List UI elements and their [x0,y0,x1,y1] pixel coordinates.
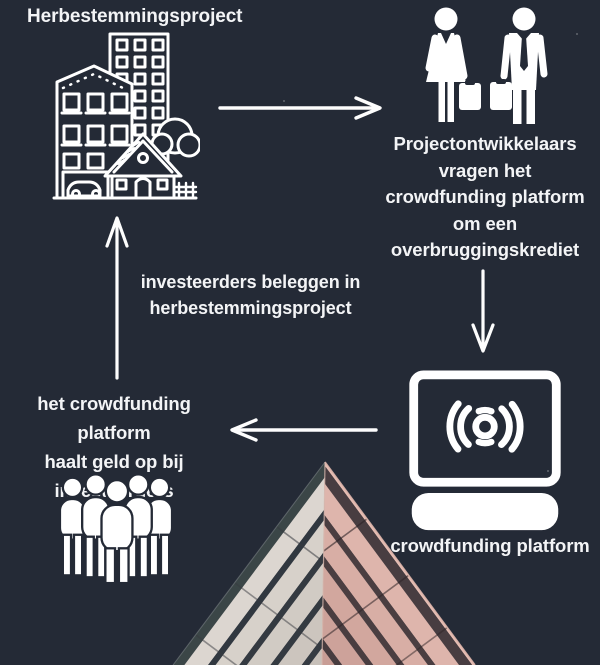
collect-text: het crowdfunding platform haalt geld op … [37,393,191,501]
sky-dot [576,33,578,35]
developers-text: Projectontwikkelaars vragen het crowdfun… [385,133,585,260]
building-corner-photo [150,455,490,665]
arrow-down [470,269,496,355]
sky-dot [252,312,254,314]
person [145,476,174,577]
sky-dot [547,470,549,472]
business-people-icon [402,6,572,128]
platform-label: crowdfunding platform [390,535,590,556]
investors-crowd-icon [58,472,174,584]
fence [172,181,198,200]
apartment-windows [60,92,131,170]
roof-hatch [116,140,141,166]
sky-dot [283,100,285,102]
building-lineart-icon [50,30,200,208]
arrow-up [104,214,130,382]
person [58,476,87,577]
laptop-broadcast-icon [402,368,568,534]
page-title: Herbestemmingsproject [27,6,243,27]
arrow-left [228,417,380,443]
arrow-right [216,95,384,121]
person [100,478,134,584]
invest-text: investeerders beleggen in herbestemmings… [140,272,361,318]
